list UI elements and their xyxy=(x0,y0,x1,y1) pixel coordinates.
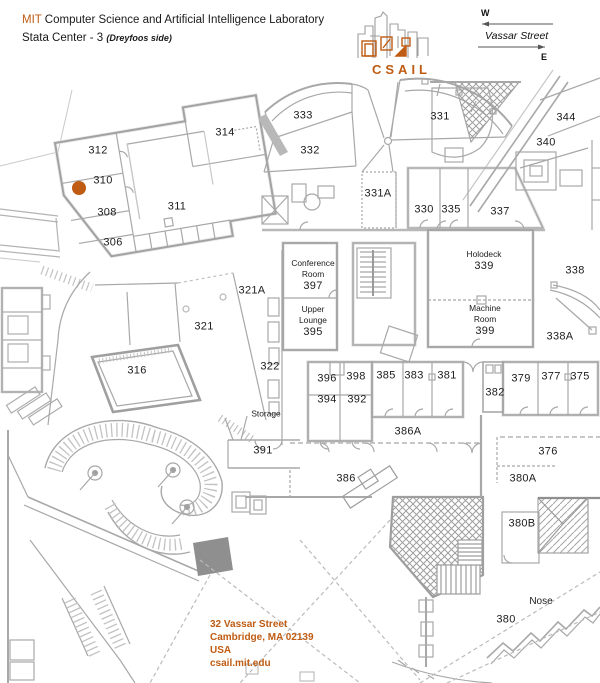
room-338-curve xyxy=(549,281,600,335)
room-label-335: 335 xyxy=(441,203,461,216)
csail-logo-text: CSAIL xyxy=(372,62,431,77)
csail-logo-icon xyxy=(357,11,429,58)
room-label-383: 383 xyxy=(404,369,424,382)
compass-east: E xyxy=(541,52,548,62)
room-label-314: 314 xyxy=(215,126,235,139)
conference-lounge xyxy=(282,242,338,351)
room-label-333: 333 xyxy=(293,109,313,122)
west-tower xyxy=(0,286,63,426)
address-line: USA xyxy=(210,645,232,656)
street-arrows-icon xyxy=(478,21,553,50)
room-label-321a: 321A xyxy=(238,284,266,297)
wing-note: (Dreyfoos side) xyxy=(106,33,172,43)
nose-area xyxy=(149,519,600,683)
room-label-382: 382 xyxy=(485,386,505,399)
room-label-310: 310 xyxy=(93,174,113,187)
room-label-306: 306 xyxy=(103,236,123,249)
south-east-rooms xyxy=(479,415,600,564)
room-label-316: 316 xyxy=(127,364,147,377)
corridor-391 xyxy=(224,415,300,515)
room-label-344: 344 xyxy=(556,111,576,124)
room-label-330: 330 xyxy=(414,203,434,216)
room-label-375: 375 xyxy=(570,370,590,383)
room-label-321: 321 xyxy=(194,320,214,333)
atrium-crosshatch xyxy=(341,465,485,599)
room-label-308: 308 xyxy=(97,206,117,219)
room-label-380: 380 xyxy=(496,613,516,626)
fan-rooms-west xyxy=(258,81,357,231)
room-label-381: 381 xyxy=(437,369,457,382)
room-label-312: 312 xyxy=(88,144,108,157)
room-label-332: 332 xyxy=(300,144,320,157)
central-stair-room xyxy=(352,242,419,363)
street-label: Vassar Street xyxy=(485,30,549,42)
area-321-316 xyxy=(47,271,234,426)
address-line: 32 Vassar Street xyxy=(210,619,288,630)
room-label-398: 398 xyxy=(346,370,366,383)
room-label-396: 396 xyxy=(317,372,337,385)
compass: W E Vassar Street xyxy=(455,8,575,64)
amphitheatre-curves xyxy=(44,419,223,555)
room-label-379: 379 xyxy=(511,372,531,385)
room-label-337: 337 xyxy=(490,205,510,218)
room-label-386: 386 xyxy=(336,472,356,485)
room-label-331: 331 xyxy=(430,110,450,123)
strip-322 xyxy=(217,250,283,445)
room-label-380b: 380B xyxy=(508,517,536,530)
west-walkway xyxy=(0,208,94,293)
southwest-block xyxy=(7,430,233,683)
room-label-331a: 331A xyxy=(364,187,392,200)
location-marker xyxy=(72,181,86,195)
org-name: Computer Science and Artificial Intellig… xyxy=(41,14,325,26)
room-label-nose: Nose xyxy=(529,596,553,607)
page-title: MIT Computer Science and Artificial Inte… xyxy=(22,14,324,26)
compass-west: W xyxy=(481,8,490,18)
room-label-394: 394 xyxy=(317,393,337,406)
block-nw-offices xyxy=(53,94,277,258)
floor-name: Stata Center - 3 xyxy=(22,32,107,44)
room-label-386a: 386A xyxy=(394,425,422,438)
page-subtitle: Stata Center - 3 (Dreyfoos side) xyxy=(22,32,172,44)
room-label-377: 377 xyxy=(541,370,561,383)
room-label-338a: 338A xyxy=(546,330,574,343)
band-northeast xyxy=(430,69,600,230)
brand-mit: MIT xyxy=(22,14,42,26)
room-label-391: 391 xyxy=(253,444,273,457)
rooms-row-south xyxy=(307,361,599,450)
room-label-storage: Storage xyxy=(251,408,281,419)
room-label-338: 338 xyxy=(565,264,585,277)
room-label-385: 385 xyxy=(376,369,396,382)
room-label-392: 392 xyxy=(347,393,367,406)
address-line: Cambridge, MA 02139 xyxy=(210,632,314,643)
holodeck-machine xyxy=(427,220,534,348)
website-link[interactable]: csail.mit.edu xyxy=(210,658,271,669)
room-label-311: 311 xyxy=(167,200,187,213)
room-label-376: 376 xyxy=(538,445,558,458)
room-label-380a: 380A xyxy=(509,472,537,485)
room-label-340: 340 xyxy=(536,136,556,149)
room-label-322: 322 xyxy=(260,360,280,373)
